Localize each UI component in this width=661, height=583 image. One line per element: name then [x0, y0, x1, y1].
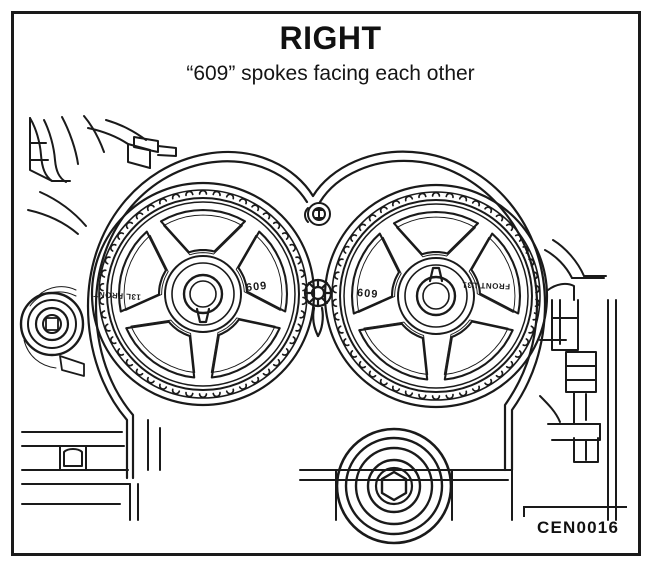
belt-tensioner-pulley [19, 286, 85, 377]
timing-belt-path [86, 150, 547, 480]
alignment-bolt [304, 202, 331, 226]
sprocket-mesh-point [303, 278, 333, 338]
engine-lower-casing [21, 419, 513, 521]
engine-block-outline [27, 115, 177, 235]
crankshaft-pulley [335, 427, 453, 545]
upper-cover-edge [544, 239, 607, 279]
right-camshaft-sprocket [323, 183, 549, 409]
mounting-bracket [539, 282, 617, 521]
left-camshaft-sprocket [90, 181, 316, 407]
